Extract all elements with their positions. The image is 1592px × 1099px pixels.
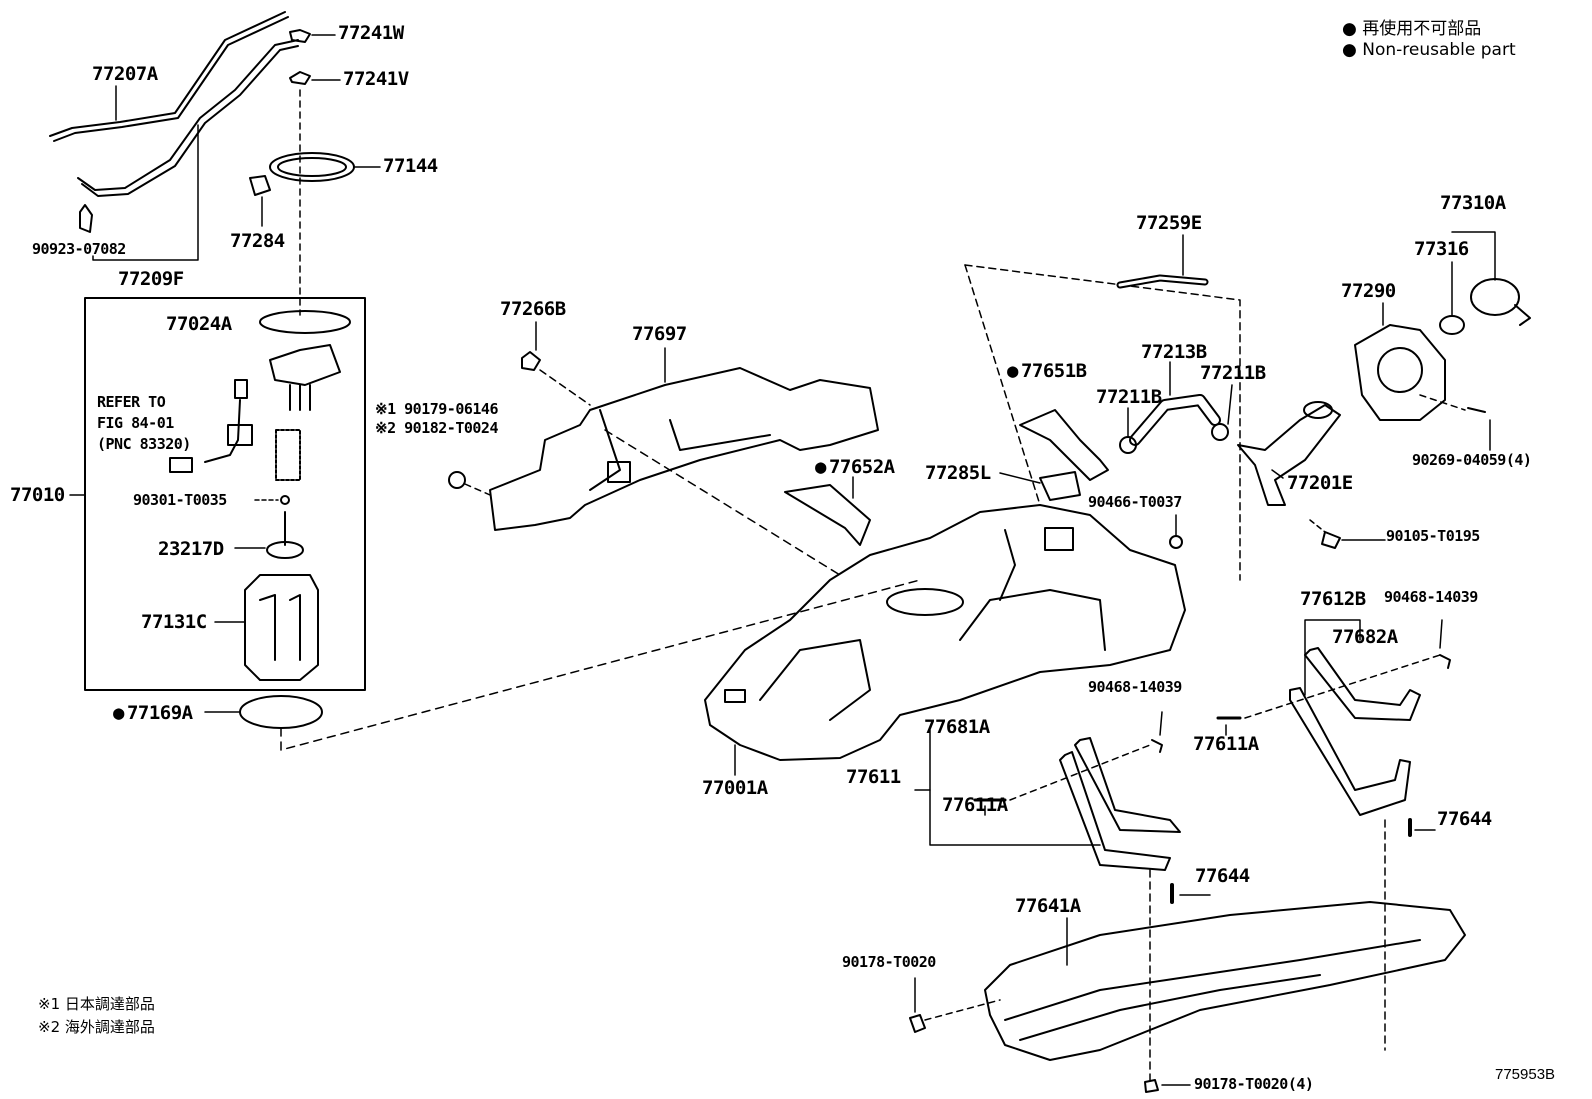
footnote-1: ※1 日本調達部品	[38, 995, 155, 1013]
sender-gauge	[169, 379, 253, 473]
fuel-tank-77001A	[704, 504, 1186, 761]
nut-90178-a	[909, 1014, 926, 1033]
clip-77241W	[289, 29, 311, 43]
label-90178-T0020-a: 90178-T0020	[842, 953, 936, 971]
pump-sender-77024A	[259, 310, 351, 411]
bolt-90105	[1321, 531, 1341, 549]
label-77169A: 77169A	[113, 704, 193, 723]
label-77010: 77010	[10, 484, 65, 506]
label-90178-T0020-b: 90178-T0020(4)	[1194, 1075, 1314, 1093]
clip-90466	[1169, 535, 1183, 549]
label-90923-07082: 90923-07082	[32, 240, 126, 258]
label-77290: 77290	[1341, 280, 1396, 302]
legend-en: ● Non-reusable part	[1342, 40, 1516, 60]
pump-assembly-box	[84, 297, 366, 691]
label-77644-a: 77644	[1437, 808, 1492, 830]
label-77644-b: 77644	[1195, 865, 1250, 887]
label-77316: 77316	[1414, 238, 1469, 260]
label-77207A: 77207A	[92, 63, 158, 85]
label-77144: 77144	[383, 155, 438, 177]
heat-insulator-77697	[489, 367, 879, 531]
label-90269-04059: 90269-04059(4)	[1412, 451, 1532, 469]
footnote-2: ※2 海外調達部品	[38, 1018, 155, 1036]
fuel-line-77209F	[77, 39, 299, 233]
label-77611A-a: 77611A	[1193, 733, 1259, 755]
label-77211B-b: 77211B	[1200, 362, 1266, 384]
label-77641A: 77641A	[1015, 895, 1081, 917]
nut-90179	[448, 471, 466, 489]
nut-90178-b	[1144, 1079, 1159, 1093]
fuel-line-77207A	[49, 11, 289, 142]
gasket-77316	[1439, 315, 1465, 335]
figure-code: 775953B	[1495, 1066, 1556, 1083]
fuel-inlet-box-77290	[1354, 324, 1446, 421]
note-90179: ※1 90179-06146	[375, 400, 498, 418]
label-90466-T0037: 90466-T0037	[1088, 493, 1182, 511]
label-90301-T0035: 90301-T0035	[133, 491, 227, 509]
refer-line2: FIG 84-01	[97, 414, 174, 432]
regulator-23217D	[266, 511, 304, 559]
label-90468-14039-a: 90468-14039	[1384, 588, 1478, 606]
label-77211B-a: 77211B	[1096, 386, 1162, 408]
label-77024A: 77024A	[166, 313, 232, 335]
label-77131C: 77131C	[141, 611, 207, 633]
label-77266B: 77266B	[500, 298, 566, 320]
gasket-77169A	[239, 695, 323, 729]
refer-line1: REFER TO	[97, 393, 166, 411]
strap-77682A	[1304, 647, 1421, 721]
label-77682A: 77682A	[1332, 626, 1398, 648]
label-77201E: 77201E	[1287, 472, 1353, 494]
label-90468-14039-b: 90468-14039	[1088, 678, 1182, 696]
label-77611: 77611	[846, 766, 901, 788]
label-77651B: 77651B	[1007, 362, 1087, 381]
protector-77652A	[784, 484, 871, 546]
label-77241V: 77241V	[343, 68, 409, 90]
label-77310A: 77310A	[1440, 192, 1506, 214]
label-77285L: 77285L	[925, 462, 991, 484]
filter-element	[275, 429, 301, 481]
clamp-77211B-b	[1211, 423, 1229, 441]
strap-77612B	[1289, 687, 1411, 816]
protector-77651B	[1019, 409, 1109, 481]
label-77213B: 77213B	[1141, 341, 1207, 363]
refer-line3: (PNC 83320)	[97, 435, 191, 453]
clip-77266B	[521, 351, 541, 371]
bracket-77209F	[92, 124, 199, 261]
filler-pipe-77201E	[1237, 401, 1341, 506]
protector-77641A	[984, 901, 1466, 1061]
bracket-77285L	[1039, 471, 1081, 501]
clip-77241V	[289, 71, 311, 85]
pump-bracket-77131C	[244, 574, 319, 681]
label-77652A: 77652A	[815, 458, 895, 477]
label-77259E: 77259E	[1136, 212, 1202, 234]
legend-jp: ● 再使用不可部品	[1342, 19, 1482, 39]
label-90105-T0195: 90105-T0195	[1386, 527, 1480, 545]
label-77697: 77697	[632, 323, 687, 345]
clip-90468-b	[1151, 739, 1163, 753]
part-77284	[249, 175, 271, 196]
label-77001A: 77001A	[702, 777, 768, 799]
label-77611A-b: 77611A	[942, 794, 1008, 816]
label-77241W: 77241W	[338, 22, 404, 44]
note-90182: ※2 90182-T0024	[375, 419, 498, 437]
label-77612B: 77612B	[1300, 588, 1366, 610]
o-ring-90301	[280, 495, 290, 505]
label-77284: 77284	[230, 230, 285, 252]
label-77681A: 77681A	[924, 716, 990, 738]
fuel-cap-77310A	[1470, 278, 1531, 326]
clip-90468-a	[1439, 654, 1451, 669]
label-77209F: 77209F	[118, 268, 184, 290]
label-23217D: 23217D	[158, 538, 224, 560]
strap-77681A	[1059, 737, 1181, 871]
